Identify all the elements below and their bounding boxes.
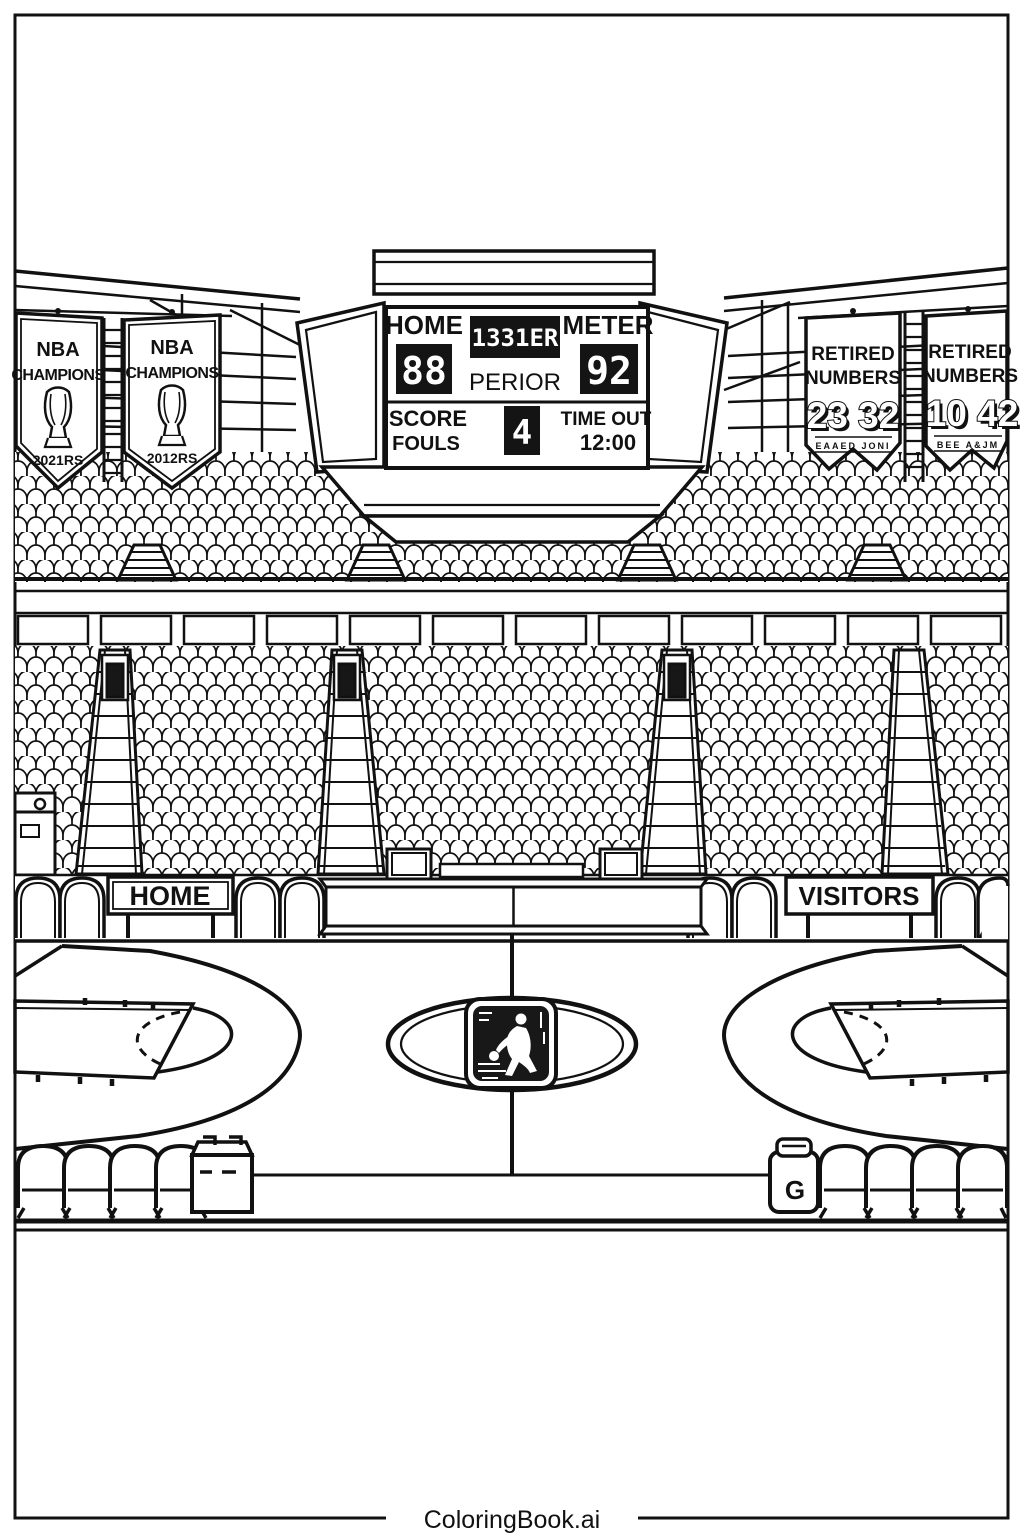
watermark-text: ColoringBook.ai [424,1506,601,1534]
visitors-bench-sign: VISITORS [784,875,935,938]
champions-2-title: CHAMPIONS [125,365,219,382]
stair-aisles [74,648,950,876]
watermark: ColoringBook.ai [386,1505,638,1536]
retired-2-names: BEE A&JM [937,440,999,450]
visitor-score-display [580,344,638,394]
nba-player-icon [489,1013,537,1076]
logo-texture [478,1012,545,1079]
scoreboard-top-slab [372,249,656,296]
retired-1-numbers-shadow: 23 32 [810,398,903,439]
scoreboard: HOME 88 1331ER PERIOR METER 92 SCORE FOU… [295,249,729,544]
champions-1-year: 2021RS [33,452,84,468]
banner-ladder-left [102,318,124,482]
banner-ladder-right [903,312,925,482]
home-bench-sign: HOME [106,875,235,938]
visitor-score-value: 92 [586,349,632,393]
scoreboard-home-label: HOME [385,310,463,340]
home-score-display [396,344,452,394]
upper-stair-ramps [115,543,909,582]
retired-1-numbers: 23 32 [807,395,900,436]
timeout-label: TIME OUT [561,409,652,430]
suite-panels [16,614,1003,646]
home-bench-label: HOME [130,881,211,911]
cooler-left [189,1135,255,1214]
scoreboard-visitor-label: METER [563,310,654,340]
champions-2-org: NBA [150,337,193,359]
retired-banner-2: RETIRED NUMBERS 10 42 10 42 BEE A&JM [922,306,1022,473]
key-left [13,998,234,1086]
vomitory-door [667,662,687,699]
vomitory-door [337,662,357,699]
retired-2-line1: RETIRED [928,342,1011,363]
marquee-display [470,316,560,358]
score-label: SCORE [389,406,467,431]
lower-bowl-crowd [15,646,1008,875]
court [13,934,1010,1175]
period-display [504,406,540,455]
three-point-left [14,944,302,1151]
table-monitors [385,847,644,881]
game-clock: 12:00 [580,430,636,455]
champions-2-year: 2012RS [147,450,198,466]
retired-1-line1: RETIRED [811,344,894,365]
retired-banner-1: RETIRED NUMBERS 23 32 23 32 EAAED JONI [804,308,903,473]
period-value: 4 [512,413,532,453]
concourse-walkway [15,577,1008,615]
champions-banner-2: NBA CHAMPIONS 2012RS [122,309,222,491]
camera-platform [13,791,57,877]
three-point-right [722,944,1009,1151]
scorers-table [317,877,710,936]
scoreboard-base [318,465,706,518]
vomitory-door [105,662,125,699]
nba-logo [464,997,558,1090]
retired-1-line2: NUMBERS [805,368,901,389]
home-score-value: 88 [401,349,447,393]
bench-chairs-left [14,876,326,938]
gatorade-cooler: G [768,1137,820,1214]
cooler-letter: G [785,1175,805,1205]
retired-2-numbers-shadow: 10 42 [929,396,1022,437]
fouls-label: FOULS [392,433,460,455]
bottom-chairs-right [818,1143,1009,1219]
period-label: PERIOR [469,369,561,396]
visitors-bench-label: VISITORS [799,881,920,911]
apron-boundary [15,1218,1008,1232]
champions-1-org: NBA [36,339,79,361]
trophy-icon [157,384,187,447]
retired-2-numbers: 10 42 [926,393,1019,434]
trophy-icon [43,386,73,449]
retired-2-line2: NUMBERS [922,366,1018,387]
champions-1-title: CHAMPIONS [11,367,105,384]
champions-banner-1: NBA CHAMPIONS 2021RS [11,308,106,491]
key-right [790,998,1010,1086]
bottom-chairs-left [16,1143,208,1219]
retired-1-names: EAAED JONI [815,441,890,451]
marquee-text: 1331ER [472,324,559,352]
